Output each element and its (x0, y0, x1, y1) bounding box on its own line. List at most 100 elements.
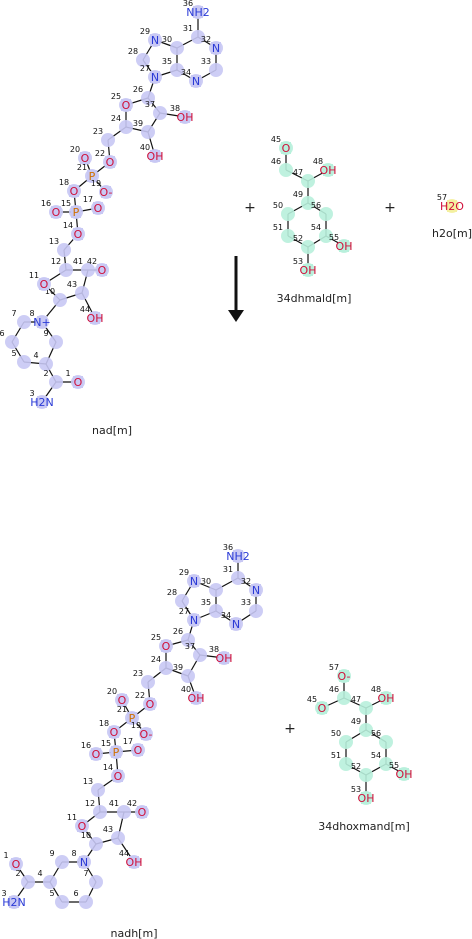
nad-atom-index: 8 (29, 309, 34, 318)
nad-atom-label-bg (193, 6, 203, 18)
34dhmald-atom-highlight (319, 207, 333, 221)
nadh-atom-symbol: N (232, 618, 240, 631)
nadh-atom-label-bg (189, 575, 199, 587)
nadh-atom-index: 33 (241, 598, 251, 607)
nadh-atom-index: 27 (179, 607, 189, 616)
nad-atom-highlight (17, 355, 31, 369)
nadh-atom-highlight (181, 669, 195, 683)
nad-atom-index: 6 (0, 329, 5, 338)
nadh-atom-highlight (55, 855, 69, 869)
34dhoxmand-atom-index: 55 (389, 761, 399, 770)
nadh-atom-highlight (117, 805, 131, 819)
nad-atom-index: 13 (49, 237, 59, 246)
nadh-atom-index: 21 (117, 705, 127, 714)
34dhmald-atom-label-bg (303, 264, 313, 276)
nadh-atom-label-bg (219, 652, 229, 664)
nadh-atom-label-bg (145, 698, 155, 710)
34dhoxmand-atom-symbol: O- (338, 670, 351, 683)
nad-atom-highlight (49, 375, 63, 389)
nadh-atom-highlight (89, 837, 103, 851)
nad-atom-highlight (49, 335, 63, 349)
nad-atom-highlight (141, 125, 155, 139)
nad-atom-label-bg (105, 156, 115, 168)
nad-atom-highlight (5, 335, 19, 349)
nadh-atom-index: 32 (241, 577, 251, 586)
nad-atom-symbol: N (151, 71, 159, 84)
nadh-atom-index: 23 (133, 669, 143, 678)
nadh-atom-index: 29 (179, 568, 189, 577)
nadh-atom-symbol: NH2 (226, 550, 250, 563)
34dhoxmand-atom-index: 51 (331, 751, 341, 760)
nad-atom-index: 27 (140, 64, 150, 73)
34dhmald-atom-index: 46 (271, 157, 281, 166)
nadh-atom-highlight (209, 604, 223, 618)
nad-atom-highlight (191, 30, 205, 44)
nadh-atom-index: 39 (173, 663, 183, 672)
34dhoxmand-atom-highlight (337, 691, 351, 705)
nadh-atom-highlight (111, 831, 125, 845)
nadh-atom-index: 6 (73, 889, 78, 898)
34dhoxmand-atom-index: 53 (351, 785, 361, 794)
nadh-atom-symbol: N (80, 856, 88, 869)
nad-atom-index: 28 (128, 47, 138, 56)
nadh-atom-highlight (79, 895, 93, 909)
nad-atom-symbol: NH2 (186, 6, 210, 19)
nadh-atom-highlight (193, 648, 207, 662)
plus-sign-1: + (244, 200, 256, 216)
34dhmald-atom-label-bg (281, 142, 291, 154)
nad-atom-symbol: O (94, 202, 103, 215)
h2o-atom-index: 57 (437, 193, 447, 202)
nadh-atom-symbol: P (113, 746, 120, 759)
34dhoxmand-atom-index: 48 (371, 685, 381, 694)
34dhoxmand-atom-index: 49 (351, 717, 361, 726)
nad-atom-symbol: O (70, 185, 79, 198)
nadh-atom-index: 1 (3, 851, 8, 860)
nad-atom-label-bg (97, 264, 107, 276)
nad-atom-index: 3 (29, 389, 34, 398)
34dhmald-atom-highlight (301, 196, 315, 210)
nadh-atom-index: 38 (209, 645, 219, 654)
nad-atom-symbol: H2N (30, 396, 54, 409)
34dhmald-atom-label-bg (323, 164, 333, 176)
nadh-atom-index: 25 (151, 633, 161, 642)
nadh-atom-index: 28 (167, 588, 177, 597)
nadh-atom-symbol: OH (188, 692, 205, 705)
nadh-atom-highlight (43, 875, 57, 889)
nad-atom-index: 31 (183, 24, 193, 33)
nad-atom-symbol: OH (177, 111, 194, 124)
nad-atom-index: 18 (59, 178, 69, 187)
nad-atom-label-bg (121, 99, 131, 111)
nad-atom-index: 23 (93, 127, 103, 136)
nad-atom-highlight (53, 293, 67, 307)
34dhmald-atom-highlight (281, 229, 295, 243)
nadh-atom-index: 11 (67, 813, 77, 822)
nad-atom-highlight (75, 286, 89, 300)
nadh-atom-label-bg (79, 856, 89, 868)
nad-atom-symbol: O (74, 376, 83, 389)
34dhmald-atom-index: 53 (293, 257, 303, 266)
reaction-arrow (228, 256, 244, 322)
34dhoxmand-atom-highlight (359, 768, 373, 782)
34dhoxmand-atom-highlight (339, 735, 353, 749)
nadh-atom-index: 44 (119, 849, 129, 858)
nad-atom-highlight (59, 263, 73, 277)
nadh-atom-index: 5 (49, 889, 54, 898)
34dhmald-atom-index: 49 (293, 190, 303, 199)
nad-atom-index: 36 (183, 0, 193, 8)
nadh-atom-index: 22 (135, 691, 145, 700)
nad-atom-highlight (17, 315, 31, 329)
34dhoxmand-atom-index: 52 (351, 762, 361, 771)
nad-atom-label-bg (51, 206, 61, 218)
34dhoxmand-atom-label-bg (381, 692, 391, 704)
nad-atom-index: 39 (133, 119, 143, 128)
nad-atom-index: 10 (45, 287, 55, 296)
nadh-atom-label-bg (141, 728, 151, 740)
nadh-atom-index: 2 (15, 869, 20, 878)
nad-atom-symbol: P (73, 206, 80, 219)
34dhmald-atom-symbol: OH (300, 264, 317, 277)
label-nad: nad[m] (92, 424, 132, 437)
34dhmald-atom-symbol: OH (320, 164, 337, 177)
34dhmald-atom-highlight (281, 207, 295, 221)
nadh-atom-label-bg (109, 726, 119, 738)
